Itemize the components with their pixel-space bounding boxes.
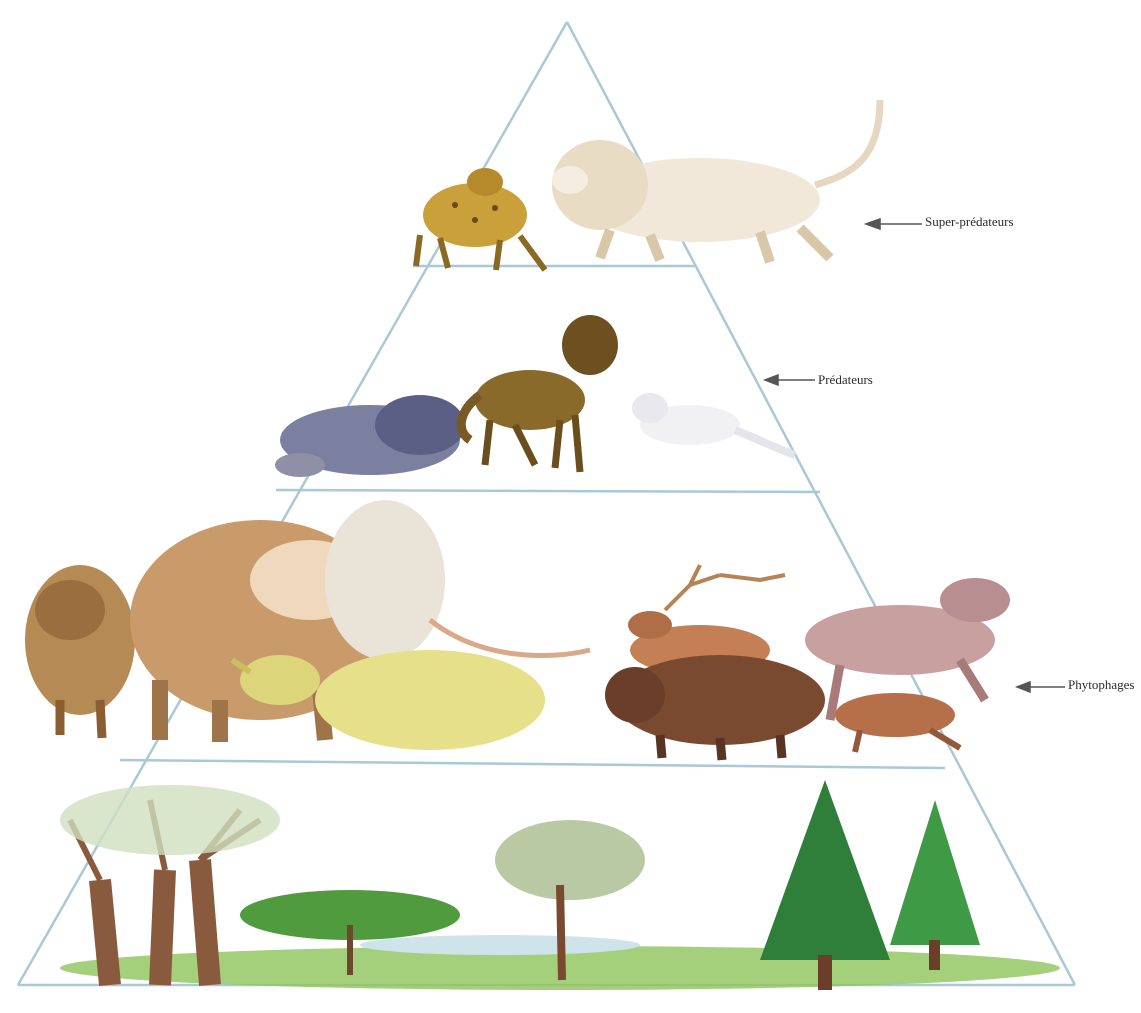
conifer-tree-small-illustration <box>890 800 980 970</box>
tier-divider-2 <box>276 490 820 492</box>
water-pond <box>360 935 640 955</box>
label-super-predators: Super-prédateurs <box>925 214 1014 230</box>
arctic-fox-illustration <box>632 393 795 455</box>
tier-divider-3 <box>120 760 945 768</box>
left-arrow <box>866 219 922 229</box>
musk-ox-illustration <box>605 655 825 760</box>
wild-boar-illustration <box>835 693 960 752</box>
badger-illustration <box>275 395 465 477</box>
label-predators: Prédateurs <box>818 372 873 388</box>
left-arrow <box>1017 682 1065 692</box>
tier-herbivores <box>25 500 1010 760</box>
label-herbivores: Phytophages <box>1068 677 1134 693</box>
elephant-illustration <box>325 500 590 660</box>
wolf-illustration <box>461 315 618 472</box>
tier-super-predators <box>416 100 880 270</box>
lion-illustration <box>552 100 880 262</box>
rhinoceros-illustration <box>232 650 545 750</box>
bison-illustration <box>25 565 135 738</box>
left-arrow <box>765 375 815 385</box>
tier-plants <box>60 780 1060 990</box>
conifer-tree-illustration <box>760 780 890 990</box>
